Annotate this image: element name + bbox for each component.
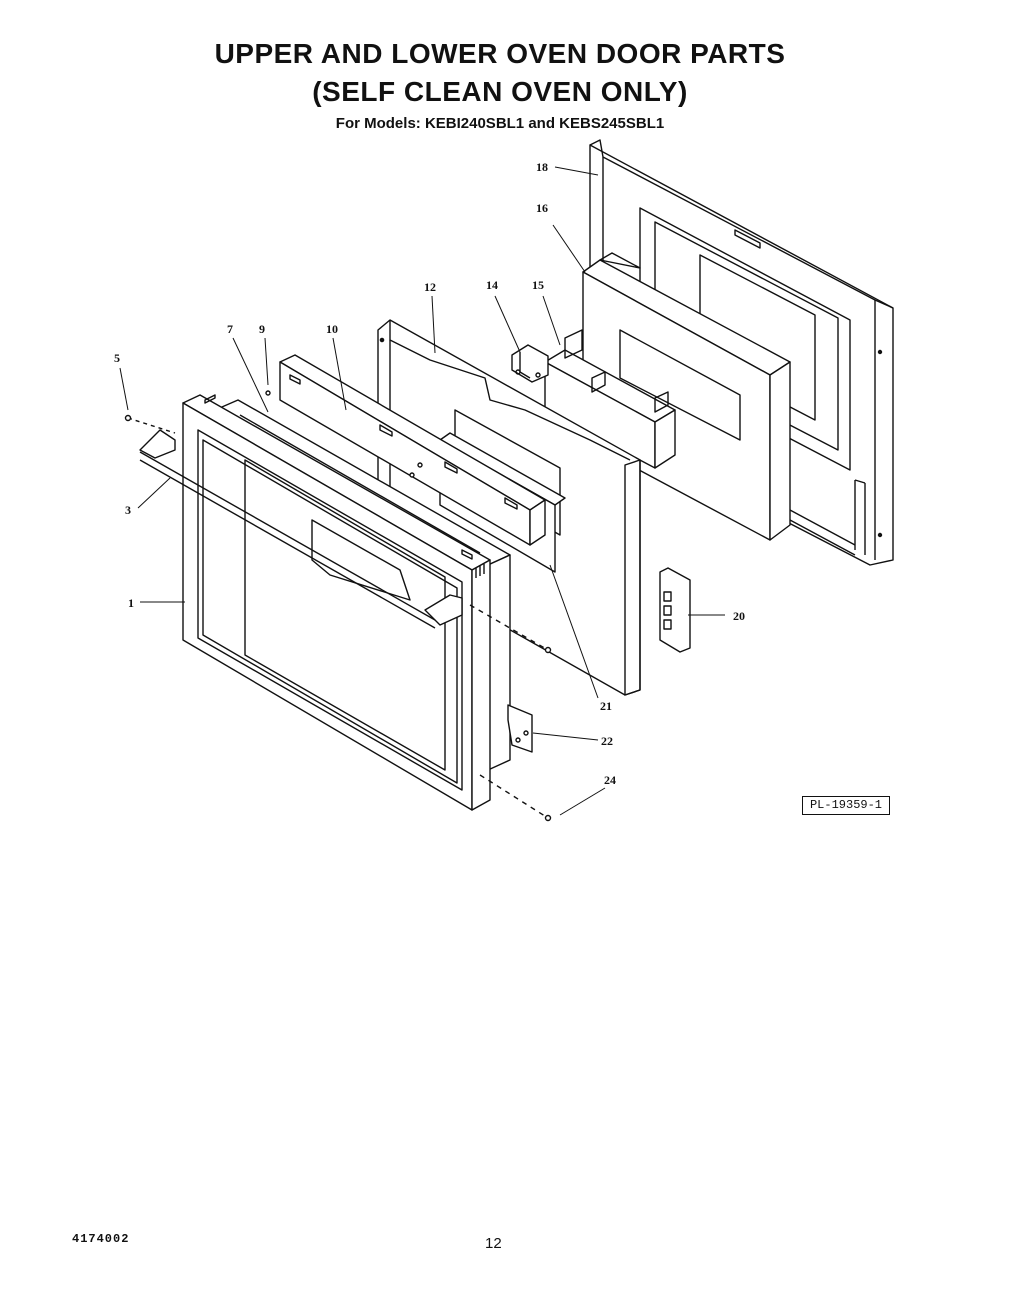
callout-21: 21: [600, 699, 612, 713]
callout-labels: 18 16 12 14 15 7 9 10 5 3 1 20 21 22 24: [114, 160, 745, 787]
callout-24: 24: [604, 773, 616, 787]
part-20-hinge-bracket: [660, 568, 690, 652]
page-number: 12: [485, 1235, 502, 1252]
part-22-lower-bracket: [508, 705, 532, 752]
plate-id-box: PL-19359-1: [802, 796, 890, 815]
callout-16: 16: [536, 201, 548, 215]
callout-18: 18: [536, 160, 548, 174]
page-title-line1: UPPER AND LOWER OVEN DOOR PARTS: [214, 38, 786, 69]
callout-9: 9: [259, 322, 265, 336]
callout-5: 5: [114, 351, 120, 365]
callout-3: 3: [125, 503, 131, 517]
document-number: 4174002: [72, 1232, 130, 1246]
leader-lines: [120, 167, 725, 815]
part-3-handle: [140, 430, 462, 628]
callout-14: 14: [486, 278, 498, 292]
part-1-outer-door-frame: [183, 395, 490, 810]
callout-1: 1: [128, 596, 134, 610]
fasteners: [124, 390, 552, 822]
callout-7: 7: [227, 322, 233, 336]
callout-12: 12: [424, 280, 436, 294]
callout-22: 22: [601, 734, 613, 748]
part-15-duct: [545, 330, 675, 468]
part-10-vent-trim: [280, 355, 545, 545]
callout-10: 10: [326, 322, 338, 336]
callout-20: 20: [733, 609, 745, 623]
part-14-bracket: [512, 345, 548, 382]
callout-15: 15: [532, 278, 544, 292]
models-subtitle: For Models: KEBI240SBL1 and KEBS245SBL1: [335, 115, 665, 132]
part-16-insulation: [583, 253, 790, 540]
page-title-line2: (SELF CLEAN OVEN ONLY): [312, 76, 688, 107]
